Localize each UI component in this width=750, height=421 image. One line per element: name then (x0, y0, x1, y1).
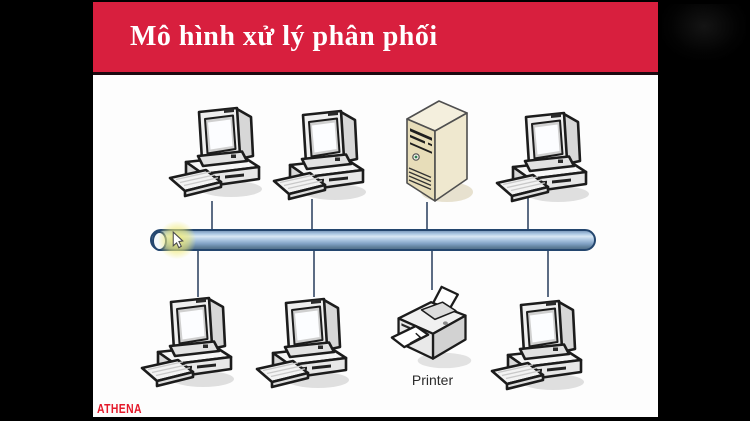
bus-connector-line (197, 251, 199, 297)
workstation-top-3 (495, 104, 595, 209)
desktop-computer-icon (168, 99, 268, 204)
slide-title: Mô hình xử lý phân phối (130, 21, 438, 52)
cursor-highlight (158, 221, 196, 259)
athena-watermark: ATHENA (97, 401, 142, 416)
desktop-computer-icon (490, 292, 590, 397)
bus-connector-line (547, 251, 549, 297)
presentation-slide: Mô hình xử lý phân phối (93, 2, 658, 417)
server-tower-icon (395, 94, 477, 209)
printer-icon (385, 284, 480, 372)
faint-watermark (662, 4, 746, 60)
bus-connector-line (313, 251, 315, 297)
printer-label: Printer (411, 372, 454, 388)
workstation-top-1 (168, 99, 268, 204)
bus-connector-line (527, 198, 529, 229)
workstation-top-2 (272, 102, 372, 207)
bus-connector-line (311, 199, 313, 229)
workstation-bottom-3 (490, 292, 590, 397)
desktop-computer-icon (495, 104, 595, 209)
desktop-computer-icon (255, 290, 355, 395)
arrow-pointer-icon (172, 231, 184, 249)
printer: Printer (385, 284, 480, 388)
network-bus-bar (150, 229, 596, 251)
bus-connector-line (431, 251, 433, 290)
workstation-bottom-2 (255, 290, 355, 395)
desktop-computer-icon (272, 102, 372, 207)
desktop-computer-icon (140, 289, 240, 394)
workstation-bottom-1 (140, 289, 240, 394)
diagram-canvas: Printer (93, 77, 658, 417)
slide-title-bar: Mô hình xử lý phân phối (93, 2, 658, 75)
bus-connector-line (426, 202, 428, 229)
server-tower (395, 94, 477, 209)
bus-connector-line (211, 201, 213, 229)
